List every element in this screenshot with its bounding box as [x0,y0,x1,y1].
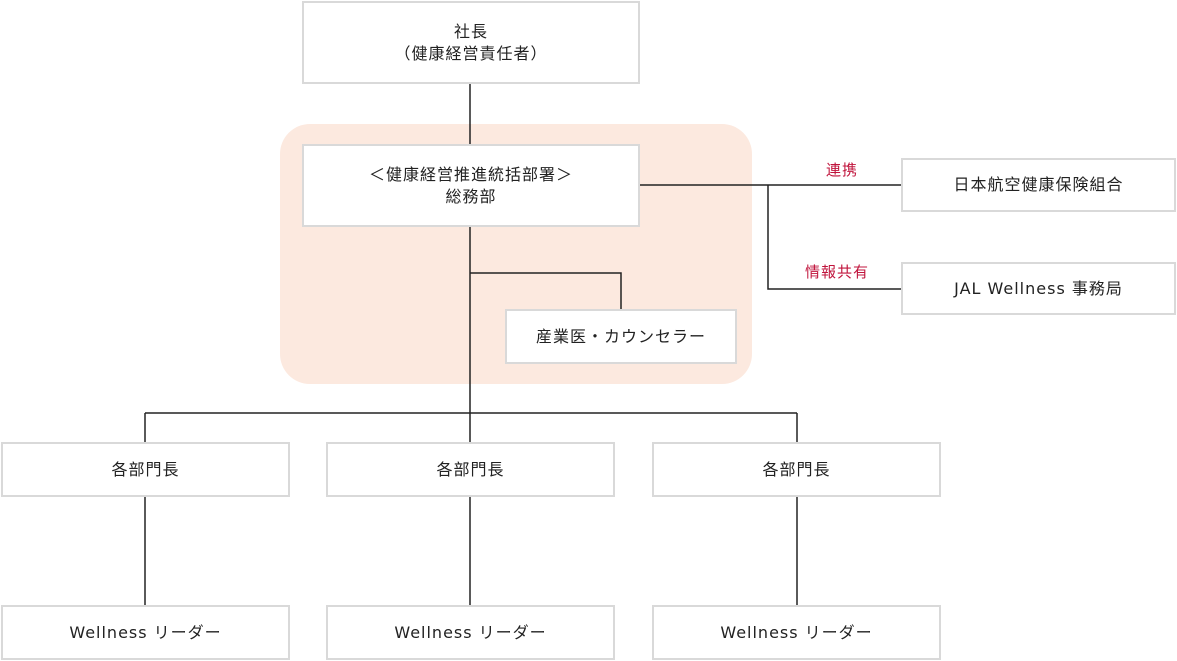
president-subtitle: （健康経営責任者） [394,43,548,63]
union-label: 日本航空健康保険組合 [953,175,1124,194]
wellness-leader-label: Wellness リーダー [394,622,547,642]
connector-medical [470,272,622,309]
promotion-dept-box: ＜健康経営推進統括部署＞ 総務部 [302,144,640,227]
department-head-box: 各部門長 [1,442,290,497]
connector-office [767,185,901,290]
office-box: JAL Wellness 事務局 [901,262,1176,315]
wellness-leader-box: Wellness リーダー [1,605,290,660]
wellness-leader-box: Wellness リーダー [652,605,941,660]
promotion-dept-title: ＜健康経営推進統括部署＞ [368,164,573,184]
president-title: 社長 [453,21,488,41]
union-link-label: 連携 [826,161,859,179]
department-head-box: 各部門長 [652,442,941,497]
department-head-box: 各部門長 [326,442,615,497]
department-head-label: 各部門長 [111,459,180,479]
wellness-leader-box: Wellness リーダー [326,605,615,660]
medical-box: 産業医・カウンセラー [505,309,737,364]
wellness-leader-label: Wellness リーダー [69,622,222,642]
president-box: 社長 （健康経営責任者） [302,1,640,84]
office-link-label: 情報共有 [805,263,870,281]
promotion-dept-subtitle: 総務部 [445,186,497,206]
department-head-label: 各部門長 [436,459,505,479]
office-label: JAL Wellness 事務局 [954,278,1123,298]
union-box: 日本航空健康保険組合 [901,158,1176,212]
wellness-leader-label: Wellness リーダー [720,622,873,642]
medical-label: 産業医・カウンセラー [535,326,706,346]
department-head-label: 各部門長 [762,459,831,479]
